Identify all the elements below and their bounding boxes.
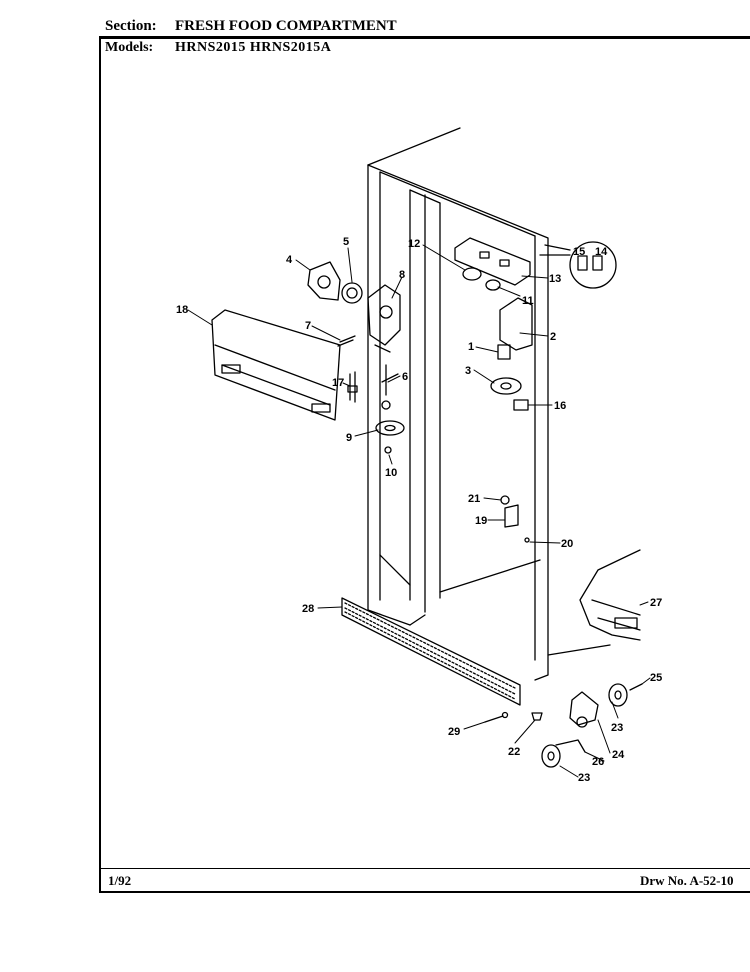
callout-27: 27 bbox=[650, 597, 662, 609]
kick-plate-28 bbox=[341, 597, 521, 706]
component-3 bbox=[490, 377, 522, 395]
component-19 bbox=[504, 504, 519, 528]
section-heading: Section: FRESH FOOD COMPARTMENT bbox=[105, 18, 397, 35]
component-12 bbox=[462, 267, 482, 281]
callout-15: 15 bbox=[573, 246, 585, 258]
callout-18: 18 bbox=[176, 304, 188, 316]
callout-3: 3 bbox=[465, 365, 471, 377]
component-5 bbox=[341, 282, 363, 304]
component-4 bbox=[307, 261, 341, 301]
callout-29: 29 bbox=[448, 726, 460, 738]
side-panel-27 bbox=[579, 549, 641, 641]
callout-13: 13 bbox=[549, 273, 561, 285]
hinge-24 bbox=[569, 691, 599, 728]
component-9 bbox=[375, 420, 405, 436]
footer-rule bbox=[99, 868, 750, 869]
callout-26: 26 bbox=[592, 756, 604, 768]
drawing-number: Drw No. A-52-10 bbox=[640, 873, 734, 888]
cabinet bbox=[367, 127, 611, 681]
callout-2: 2 bbox=[550, 331, 556, 343]
component-6 bbox=[381, 364, 399, 410]
crisper-cover-18 bbox=[211, 309, 341, 421]
callout-12: 12 bbox=[408, 238, 420, 250]
callout-6: 6 bbox=[402, 371, 408, 383]
callout-10: 10 bbox=[385, 467, 397, 479]
callout-7: 7 bbox=[305, 320, 311, 332]
component-1 bbox=[497, 344, 511, 360]
bracket-2 bbox=[499, 297, 533, 351]
bracket-26 bbox=[555, 739, 586, 753]
component-16 bbox=[513, 399, 529, 411]
callout-25: 25 bbox=[650, 672, 662, 684]
callout-9: 9 bbox=[346, 432, 352, 444]
callout-28: 28 bbox=[302, 603, 314, 615]
callout-4: 4 bbox=[286, 254, 293, 266]
callout-5: 5 bbox=[343, 236, 349, 248]
component-11 bbox=[485, 279, 501, 291]
callout-17: 17 bbox=[332, 377, 344, 389]
detail-circle-14-15 bbox=[539, 241, 617, 289]
callout-23-lower: 23 bbox=[578, 772, 590, 784]
callout-21: 21 bbox=[468, 493, 480, 505]
callout-24: 24 bbox=[612, 749, 625, 761]
callout-8: 8 bbox=[399, 269, 405, 281]
callout-14: 14 bbox=[595, 246, 608, 258]
screw-25 bbox=[629, 683, 643, 691]
component-20 bbox=[524, 537, 530, 543]
leader-lines bbox=[187, 244, 651, 778]
light-bracket-13 bbox=[454, 237, 531, 286]
callout-1: 1 bbox=[468, 341, 474, 353]
callout-22: 22 bbox=[508, 746, 520, 758]
models-heading: Models: HRNS2015 HRNS2015A bbox=[105, 40, 331, 56]
component-10 bbox=[384, 446, 392, 454]
header-rule bbox=[99, 36, 750, 38]
component-8 bbox=[367, 284, 401, 353]
section-label: Section: bbox=[105, 18, 157, 34]
component-22 bbox=[531, 712, 543, 721]
roller-23a bbox=[608, 683, 628, 707]
component-21 bbox=[500, 495, 510, 505]
callout-11: 11 bbox=[522, 295, 534, 307]
diagram-frame bbox=[99, 38, 750, 893]
callout-23-upper: 23 bbox=[611, 722, 623, 734]
models-label: Models: bbox=[105, 40, 154, 55]
footer-date: 1/92 bbox=[108, 873, 132, 888]
component-17 bbox=[347, 371, 358, 403]
callout-16: 16 bbox=[554, 400, 566, 412]
roller-23b bbox=[541, 744, 561, 768]
section-value: FRESH FOOD COMPARTMENT bbox=[175, 18, 397, 34]
component-29 bbox=[484, 711, 509, 723]
callout-20: 20 bbox=[561, 538, 573, 550]
callout-19: 19 bbox=[475, 515, 487, 527]
models-value: HRNS2015 HRNS2015A bbox=[175, 40, 332, 55]
component-7 bbox=[337, 335, 356, 347]
